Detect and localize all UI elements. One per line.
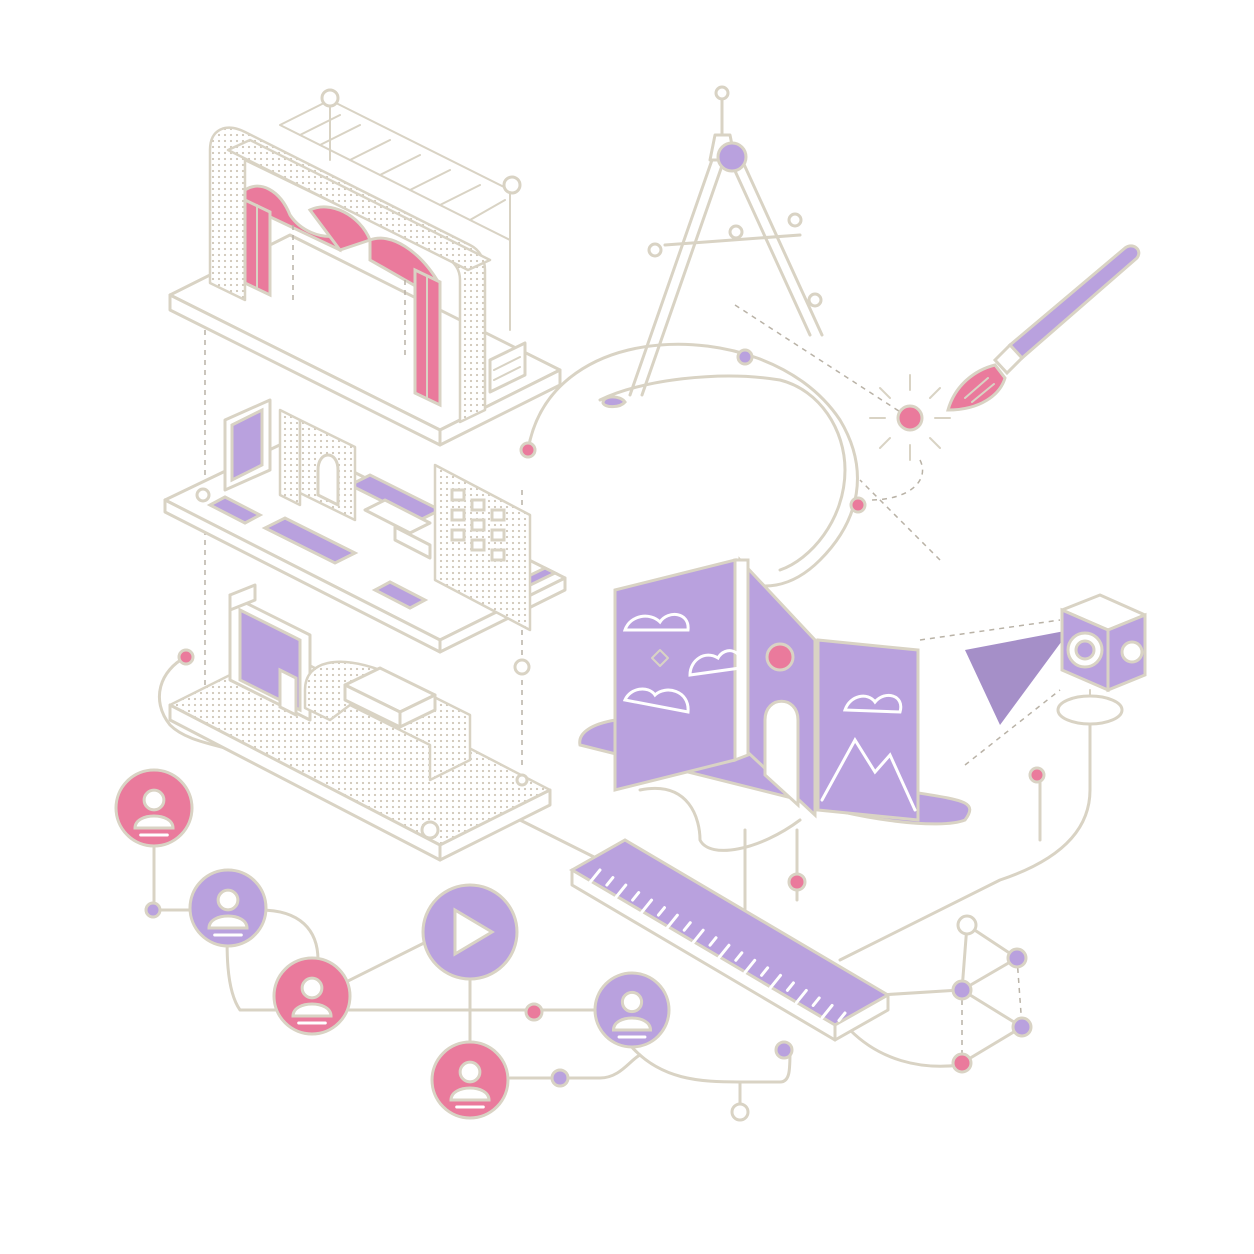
ruler-tick	[640, 898, 654, 914]
ruler-icon	[569, 838, 891, 1042]
stage-set-icon	[168, 583, 552, 862]
ruler-tick	[717, 943, 731, 960]
user-avatar[interactable]	[593, 971, 671, 1049]
ruler-tick	[794, 988, 808, 1005]
theater-stage-icon	[168, 88, 562, 447]
ruler-tick	[743, 958, 757, 975]
play-button[interactable]	[421, 883, 519, 981]
ruler-tick	[588, 868, 602, 884]
ruler-tick	[691, 928, 705, 944]
floorplan-room-icon	[163, 398, 567, 654]
user-avatar[interactable]	[272, 956, 352, 1036]
ruler-tick	[769, 973, 783, 990]
fold-out-booklet-icon	[578, 556, 972, 826]
user-avatar[interactable]	[188, 868, 268, 948]
user-avatar[interactable]	[430, 1040, 510, 1120]
ruler-tick	[785, 981, 795, 992]
ruler-tick	[682, 921, 692, 932]
paintbrush-icon	[869, 244, 1141, 461]
user-avatar[interactable]	[114, 768, 194, 848]
keypad-grid	[450, 488, 506, 562]
user-avatar-icon	[142, 788, 166, 812]
ruler-tick	[665, 913, 679, 929]
user-avatar-icon	[300, 976, 324, 1000]
user-avatar-icon	[458, 1060, 482, 1084]
connector-nodes	[144, 348, 1046, 1122]
node-network-icon	[951, 914, 1033, 1074]
ruler-tick	[811, 996, 821, 1007]
ruler-tick	[614, 883, 628, 899]
ruler-tick	[605, 876, 615, 887]
ruler-tick	[837, 1011, 847, 1022]
ruler-tick	[734, 951, 744, 962]
user-avatar-icon	[216, 888, 240, 912]
ruler-tick	[708, 936, 718, 947]
people-network	[114, 768, 671, 1120]
user-avatar-icon	[620, 990, 644, 1014]
ruler-tick	[656, 906, 666, 917]
ruler-tick	[631, 891, 641, 902]
play-icon	[453, 907, 495, 957]
ruler-tick	[760, 966, 770, 977]
drafting-compass-icon	[601, 85, 824, 409]
ruler-tick	[820, 1003, 834, 1020]
projector-cube-icon	[965, 593, 1147, 726]
